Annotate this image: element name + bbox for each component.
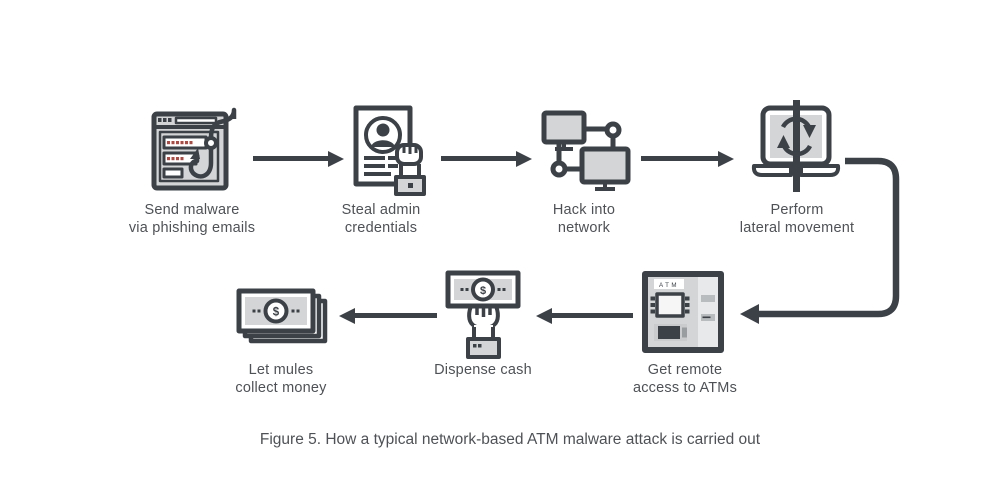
dispense-cash-icon: $ (443, 268, 523, 360)
admin-credentials-icon (340, 104, 434, 198)
flow-arrow-3 (641, 156, 719, 161)
flow-arrow-5 (551, 313, 633, 318)
flow-arrow-1 (253, 156, 329, 161)
atm-machine-icon: ATM (641, 270, 725, 354)
lateral-movement-icon (746, 100, 848, 196)
flow-arrow-2 (441, 156, 517, 161)
step-label-dispense: Dispense cash (434, 362, 532, 378)
atm-sign-text: ATM (659, 282, 679, 289)
money-stack-icon: $ (235, 288, 330, 346)
flow-arrow-6 (354, 313, 437, 318)
phishing-email-icon (146, 104, 246, 196)
dollar-sign-text: $ (273, 307, 280, 319)
dollar-sign-text: $ (480, 285, 486, 297)
flow-arrow-elbow (730, 150, 910, 330)
figure-caption: Figure 5. How a typical network-based AT… (259, 431, 761, 448)
network-icon (538, 108, 634, 196)
